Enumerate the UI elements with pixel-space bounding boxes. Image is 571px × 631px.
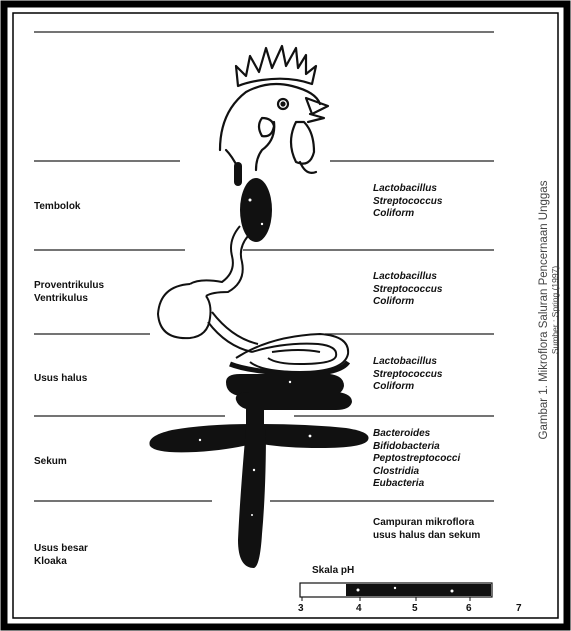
label-usus-besar-kloaka: Usus besar Kloaka xyxy=(34,542,88,568)
ph-tick-label: 7 xyxy=(516,603,522,614)
bacteria-name: Lactobacillus xyxy=(373,271,442,284)
chicken-head-icon xyxy=(220,46,328,173)
ph-tick-label: 5 xyxy=(412,603,418,614)
bacteria-name: Streptococcus xyxy=(373,284,442,297)
bacteria-list-proventrikulus: Lactobacillus Streptococcus Coliform xyxy=(373,271,442,309)
caption-block: Gambar 1. Mikroflora Saluran Pencernaan … xyxy=(538,181,560,440)
bacteria-name: Streptococcus xyxy=(373,369,442,382)
bacteria-list-tembolok: Lactobacillus Streptococcus Coliform xyxy=(373,183,442,221)
ph-scale-title: Skala pH xyxy=(312,565,354,576)
bacteria-name: Streptococcus xyxy=(373,196,442,209)
bacteria-name: Lactobacillus xyxy=(373,183,442,196)
large-intestine-icon xyxy=(238,428,266,568)
bacteria-name: Lactobacillus xyxy=(373,356,442,369)
ph-tick-label: 3 xyxy=(298,603,304,614)
bacteria-name: Peptostreptococci xyxy=(373,453,460,466)
bacteria-list-sekum: Bacteroides Bifidobacteria Peptostreptoc… xyxy=(373,428,460,491)
crop-icon xyxy=(238,166,272,242)
bacteria-name: Eubacteria xyxy=(373,478,460,491)
label-sekum: Sekum xyxy=(34,455,67,468)
ph-scale-bar xyxy=(300,583,492,597)
bacteria-name: Coliform xyxy=(373,208,442,221)
label-proventrikulus-ventrikulus: Proventrikulus Ventrikulus xyxy=(34,279,104,305)
bacteria-name: Bifidobacteria xyxy=(373,441,460,454)
bacteria-name: Clostridia xyxy=(373,466,460,479)
label-usus-halus: Usus halus xyxy=(34,372,87,385)
outer-frame xyxy=(4,4,567,627)
bacteria-name: Coliform xyxy=(373,296,442,309)
caption-title: Gambar 1. Mikroflora Saluran Pencernaan … xyxy=(538,181,550,440)
label-tembolok: Tembolok xyxy=(34,200,80,213)
bacteria-name: Coliform xyxy=(373,381,442,394)
caption-source: Sumber : Spring (1997) xyxy=(550,181,560,440)
ph-tick-label: 6 xyxy=(466,603,472,614)
small-intestine-icon xyxy=(236,334,348,372)
note-usus-besar: Campuran mikroflora usus halus dan sekum xyxy=(373,516,480,542)
bacteria-list-usus-halus: Lactobacillus Streptococcus Coliform xyxy=(373,356,442,394)
digestive-tube-icon xyxy=(158,226,258,352)
ph-tick-label: 4 xyxy=(356,603,362,614)
bacteria-name: Bacteroides xyxy=(373,428,460,441)
